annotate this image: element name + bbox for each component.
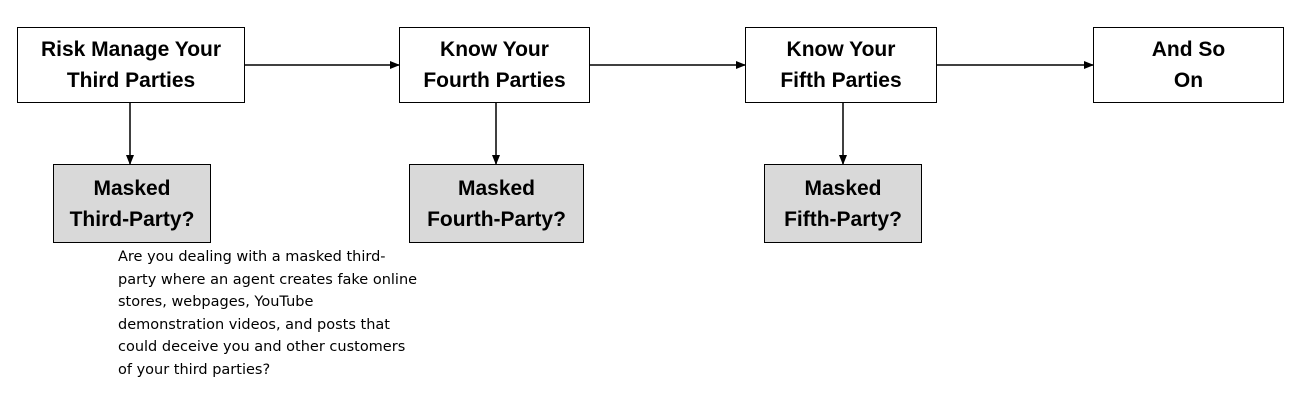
box-fourth-parties-line-2: Fourth Parties [423,69,566,92]
box-and-so-on-line-1: And So [1151,38,1226,61]
box-third-parties-line-1: Risk Manage Your [40,38,222,61]
box-fifth-parties-line-2: Fifth Parties [780,69,902,92]
box-masked-third-party-line-1: Masked [93,176,171,200]
note-line-6: of your third parties? [118,361,271,378]
box-fifth-parties-line-1: Know Your [786,38,896,61]
box-fourth-parties-line-1: Know Your [440,38,549,61]
box-and-so-on-line-2: On [1173,69,1204,92]
note-line-2: party where an agent creates fake online [118,271,418,288]
box-fifth-parties: Know Your Fifth Parties [745,27,937,103]
note-line-4: demonstration videos, and posts that [118,316,390,333]
box-masked-fourth-party-line-1: Masked [457,176,536,200]
box-masked-fourth-party-line-2: Fourth-Party? [427,207,566,231]
box-fourth-parties: Know Your Fourth Parties [399,27,590,103]
note-line-3: stores, webpages, YouTube [118,294,314,310]
note-line-5: could deceive you and other customers [118,339,406,355]
box-masked-fourth-party: Masked Fourth-Party? [409,164,584,243]
box-masked-fifth-party-line-1: Masked [804,176,882,200]
box-third-parties-line-2: Third Parties [66,69,196,92]
note-line-1: Are you dealing with a masked third- [118,249,386,265]
masked-third-party-note: Are you dealing with a masked third- par… [118,246,463,381]
box-third-parties: Risk Manage Your Third Parties [17,27,245,103]
box-masked-third-party-line-2: Third-Party? [69,207,195,231]
box-masked-third-party: Masked Third-Party? [53,164,211,243]
box-masked-fifth-party: Masked Fifth-Party? [764,164,922,243]
box-masked-fifth-party-line-2: Fifth-Party? [784,207,902,231]
box-and-so-on: And So On [1093,27,1284,103]
